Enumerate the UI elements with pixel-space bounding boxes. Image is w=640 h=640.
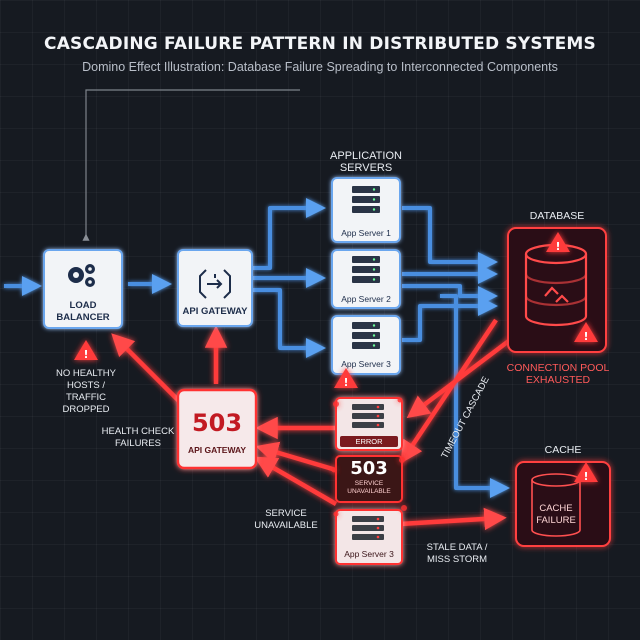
health-check-line1: HEALTH CHECK bbox=[101, 426, 175, 437]
no-healthy-hosts-line1: NO HEALTHY bbox=[55, 368, 116, 379]
healthy-flow-arrows bbox=[4, 198, 510, 498]
cache-title: CACHE bbox=[544, 444, 582, 456]
database-title: DATABASE bbox=[529, 210, 585, 222]
failed-gateway-box bbox=[176, 388, 258, 470]
stale-data-line1: STALE DATA / bbox=[426, 542, 488, 553]
server3-to-gateway-failure-arrow bbox=[254, 456, 338, 506]
failed-server-503-line2: UNAVAILABLE bbox=[347, 488, 391, 495]
database-status: CONNECTION POOL EXHAUSTED bbox=[494, 362, 622, 386]
broken-link-cylinder-icon bbox=[524, 243, 588, 327]
page-subtitle: Domino Effect Illustration: Database Fai… bbox=[82, 60, 558, 74]
503-to-gateway-failure-arrow bbox=[255, 441, 337, 473]
failed-server-503-label: SERVICE UNAVAILABLE bbox=[336, 480, 402, 496]
gears-icon bbox=[68, 264, 95, 287]
load-balancer-label-line2: BALANCER bbox=[56, 312, 110, 323]
health-check-line2: FAILURES bbox=[115, 438, 161, 449]
app-server-2-label: App Server 2 bbox=[341, 294, 391, 304]
health-check-note: HEALTH CHECK FAILURES bbox=[98, 426, 178, 450]
app-servers-title-line1: APPLICATION bbox=[330, 150, 402, 162]
svg-text:!: ! bbox=[555, 240, 560, 253]
cache-failure-line1: CACHE bbox=[539, 503, 573, 514]
server1-to-db-arrow bbox=[402, 206, 498, 272]
gateway-to-lb-failure-arrow bbox=[111, 333, 182, 404]
server3-to-db-arrow bbox=[402, 296, 498, 342]
svg-text:!: ! bbox=[343, 376, 348, 389]
service-unavailable-note: SERVICE UNAVAILABLE bbox=[244, 508, 328, 532]
load-balancer-label: LOAD BALANCER bbox=[44, 300, 122, 324]
no-healthy-hosts-line2: HOSTS / bbox=[66, 380, 105, 391]
retry-feedback-line bbox=[82, 89, 300, 241]
api-gateway-node bbox=[177, 249, 253, 327]
gateway-arrows-icon bbox=[199, 269, 231, 299]
failed-gateway-code: 503 bbox=[191, 409, 243, 437]
server-to-cache-arrow bbox=[440, 294, 510, 498]
server-rack-icon bbox=[352, 186, 380, 349]
database-status-line1: CONNECTION POOL bbox=[506, 362, 610, 374]
no-healthy-hosts-line4: DROPPED bbox=[62, 404, 110, 415]
error-badge-bg bbox=[340, 436, 398, 447]
app-servers-title-line2: SERVERS bbox=[339, 162, 393, 174]
page-title: CASCADING FAILURE PATTERN IN DISTRIBUTED… bbox=[44, 34, 596, 54]
gateway-to-server3-arrow bbox=[252, 288, 326, 358]
server2-to-db-arrow-b bbox=[402, 284, 498, 306]
app-server-1-label: App Server 1 bbox=[341, 228, 391, 238]
db-timeout-arrow bbox=[400, 318, 498, 464]
db-to-error-server-arrow bbox=[406, 338, 512, 419]
server3-to-cache-failure-arrow bbox=[399, 507, 507, 531]
no-healthy-hosts-note: NO HEALTHY HOSTS / TRAFFIC DROPPED bbox=[40, 368, 132, 416]
service-unavailable-line2: UNAVAILABLE bbox=[254, 520, 318, 531]
api-gateway-label: API GATEWAY bbox=[182, 306, 248, 317]
database-status-line2: EXHAUSTED bbox=[525, 374, 591, 386]
svg-text:!: ! bbox=[583, 330, 588, 343]
failed-server-3-label: App Server 3 bbox=[344, 549, 394, 559]
failed-server-error-badge: ERROR bbox=[355, 437, 383, 446]
load-balancer-node bbox=[43, 249, 123, 329]
app-servers-group-title: APPLICATION SERVERS bbox=[316, 150, 416, 174]
load-balancer-label-line1: LOAD bbox=[69, 300, 97, 311]
gateway-to-server1-arrow bbox=[252, 198, 326, 270]
cache-failure-label: CACHE FAILURE bbox=[516, 503, 596, 527]
svg-text:!: ! bbox=[83, 348, 88, 361]
stale-data-line2: MISS STORM bbox=[427, 554, 487, 565]
svg-text:!: ! bbox=[583, 470, 588, 483]
service-unavailable-line1: SERVICE bbox=[265, 508, 307, 519]
stale-data-note: STALE DATA / MISS STORM bbox=[414, 542, 500, 566]
no-healthy-hosts-line3: TRAFFIC bbox=[65, 392, 107, 403]
failed-gateway-label: API GATEWAY bbox=[187, 445, 247, 455]
spark-effects bbox=[331, 397, 407, 517]
failed-server-503-code: 503 bbox=[350, 458, 388, 479]
warning-triangle-icon bbox=[74, 232, 598, 482]
failure-flow-arrows bbox=[111, 318, 512, 531]
database-node bbox=[507, 227, 607, 353]
cache-failure-line2: FAILURE bbox=[536, 515, 576, 526]
failed-server-503-line1: SERVICE bbox=[354, 480, 384, 487]
app-server-3-label: App Server 3 bbox=[341, 359, 391, 369]
app-servers-group bbox=[331, 177, 401, 375]
